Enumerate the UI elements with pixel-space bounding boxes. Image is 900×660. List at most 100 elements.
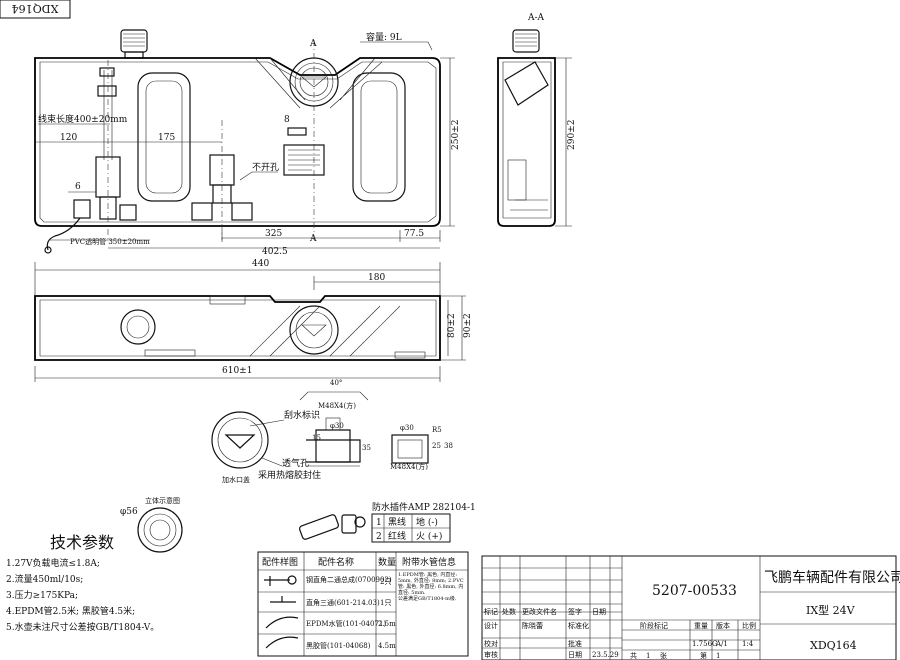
label-title-block-rev-header-3: 签字: [568, 607, 582, 616]
label-title-block-rev-header-2: 更改文件名: [522, 607, 557, 616]
label-title-block-version: A/1: [715, 640, 728, 648]
label-parts-table-rows-2-name: EPDM水管(101-04071): [306, 619, 386, 628]
label-title-block-model: IX型 24V: [806, 603, 856, 617]
label-parts-table-rows-3-name: 黑胶管(101-04068): [306, 641, 371, 650]
label-parts-table-rows-3-qty: 4.5m: [378, 642, 396, 650]
title-block: 标记 处数 更改文件名 签字 日期 设计 陈晓蕾 标准化 校对 批准 审核 日期…: [481, 555, 900, 660]
label-front-view-dim-440: 440: [252, 259, 269, 269]
label-title-block-sheet-n: 1: [716, 652, 720, 660]
label-connector-rows-0-wire: 黑线: [388, 516, 406, 528]
label-tech-items-0: 1.27V负载电流≤1.8A;: [6, 557, 100, 569]
parts-table: 配件样图 配件名称 数量 附带水管信息 钢直角二通总成(0700902) 2只 …: [257, 551, 469, 657]
label-connector-rows-0-no: 1: [376, 518, 382, 528]
label-title-block-stage-label: 阶段标记: [640, 621, 668, 630]
label-title-block-weight: 1.756G: [692, 640, 718, 648]
label-details-dim-56: φ56: [120, 507, 138, 517]
label-front-view-dim-120: 120: [60, 133, 77, 143]
label-front-view-dim-402-5: 402.5: [262, 247, 288, 257]
label-title-block-total: 共: [630, 651, 637, 660]
label-front-view-dim-325: 325: [265, 229, 282, 239]
label-top-view-dim-80: 80±2: [447, 313, 457, 338]
label-title-block-total-n: 1: [646, 652, 650, 660]
detail-iso-cap: 立体示意图 φ56: [120, 496, 183, 553]
label-details-heat-seal: 采用热熔胶封住: [258, 469, 321, 481]
label-title-block-designer: 陈晓蕾: [522, 621, 543, 630]
label-details-dim-15: 15: [312, 434, 321, 442]
label-top-view-dim-90: 90±2: [463, 313, 473, 338]
label-title-block-weight-label: 重量: [694, 622, 708, 630]
label-details-solid-diagram: 立体示意图: [145, 496, 180, 505]
label-front-view-dim-6: 6: [75, 182, 81, 192]
label-drawing-no-rotated: XDQ164: [12, 2, 59, 15]
label-connector-rows-1-wire: 红线: [388, 530, 406, 542]
label-tech-items-3: 4.EPDM管2.5米; 黑胶管4.5米;: [6, 605, 135, 617]
label-details-filler-cap: 加水口盖: [222, 475, 250, 484]
top-view: 180 80±2 90±2 610±1: [34, 273, 473, 382]
label-title-block-scale: 1:4: [742, 640, 754, 648]
label-connector-rows-1-no: 2: [376, 532, 382, 542]
label-front-view-capacity: 容量: 9L: [366, 31, 402, 43]
label-title-block-approve: 批准: [568, 639, 582, 648]
label-tech-title: 技术参数: [50, 533, 114, 552]
label-parts-table-rows-1-qty: 1只: [380, 599, 391, 607]
label-title-block-date: 23.5.29: [592, 651, 619, 659]
label-title-block-sheet-unit: 张: [660, 651, 667, 660]
parts-note2: 公差满足GB/T1804-m级.: [398, 596, 457, 602]
label-title-block-scale-label: 比例: [742, 621, 756, 630]
label-front-view-not-open-hole: 不开孔: [252, 162, 279, 173]
label-details-dim-r5: R5: [432, 426, 442, 434]
label-connector-rows-1-pole: 火 (+): [416, 531, 442, 542]
label-details-angle: 40°: [330, 379, 342, 387]
label-details-dim-38: 38: [444, 442, 453, 450]
label-parts-table-rows-1-name: 直角三通(601-214.03): [306, 598, 380, 607]
label-top-view-dim-610: 610±1: [222, 366, 252, 376]
label-view-labels-section: A-A: [527, 13, 545, 23]
tech-params: 技术参数 1.27V负载电流≤1.8A; 2.流量450ml/10s; 3.压力…: [6, 533, 159, 633]
detail-cap-nut: φ30 R5 M48X4(方) 25 38: [390, 424, 453, 471]
label-details-phi30-a: φ30: [330, 422, 344, 430]
label-title-block-design: 设计: [484, 621, 498, 630]
detail-filler-cap: 刮水标识 透气孔 采用热熔胶封住 加水口盖: [211, 409, 321, 484]
label-details-m48-b: M48X4(方): [390, 462, 428, 471]
label-view-labels-cut-a-top: A: [309, 39, 317, 49]
front-view: A A 容量: 9L 线束长度400±20mm 120 175 6 8 不开孔 …: [34, 29, 461, 300]
label-tech-items-2: 3.压力≥175KPa;: [6, 589, 78, 601]
label-title-block-process: 审核: [484, 650, 498, 659]
label-title-block-rev-header-4: 日期: [592, 608, 606, 616]
label-tech-items-1: 2.流量450ml/10s;: [6, 573, 83, 585]
label-parts-table-headers-1: 配件名称: [318, 556, 354, 568]
label-side-view-dim-290: 290±2: [567, 120, 577, 150]
parts-note: 1.EPDM管: 黑色, 内直径: 5mm, 外直径: 8mm; 2.PVC管:…: [398, 572, 464, 596]
label-front-view-pvc-tube: PVC透明管 350±20mm: [70, 237, 150, 246]
label-details-dim-35: 35: [362, 444, 371, 452]
label-parts-table-rows-2-qty: 2.5m: [378, 620, 396, 628]
label-tech-items-4: 5.水壶未注尺寸公差按GB/T1804-V。: [6, 621, 159, 633]
label-title-block-drawing-no: XDQ164: [810, 639, 857, 652]
label-parts-table-rows-0-name: 钢直角二通总成(0700902): [306, 575, 392, 584]
label-title-block-version-label: 版本: [716, 621, 730, 630]
label-title-block-part-no: 5207-00533: [652, 583, 737, 599]
label-parts-table-headers-0: 配件样图: [262, 556, 298, 568]
label-title-block-date-label: 日期: [568, 651, 582, 659]
label-title-block-standardize: 标准化: [568, 621, 589, 630]
label-parts-table-headers-2: 数量: [378, 556, 396, 568]
label-title-block-company: 飞鹏车辆配件有限公司: [764, 569, 900, 586]
label-title-block-rev-header-0: 标记: [484, 607, 498, 616]
label-details-m48: M48X4(方): [318, 401, 356, 410]
label-view-labels-cut-a-bottom: A: [309, 234, 317, 244]
label-front-view-wire-length: 线束长度400±20mm: [38, 113, 128, 125]
label-title-block-check: 校对: [484, 639, 498, 648]
connector-icon: [298, 514, 366, 540]
label-top-view-dim-180: 180: [368, 273, 385, 283]
label-front-view-dim-250: 250±2: [451, 120, 461, 150]
label-connector-title: 防水插件AMP 282104-1: [372, 501, 476, 513]
label-details-fill-mark: 刮水标识: [284, 409, 320, 421]
label-front-view-dim-8: 8: [284, 115, 290, 125]
label-front-view-dim-175: 175: [158, 133, 175, 143]
detail-cap-section: 40° M48X4(方) φ30 15 35: [299, 379, 371, 467]
label-details-phi30-b: φ30: [400, 424, 414, 432]
label-parts-table-rows-0-qty: 2只: [380, 578, 391, 586]
label-title-block-sheet: 第: [700, 651, 707, 660]
label-title-block-rev-header-1: 处数: [502, 607, 516, 616]
